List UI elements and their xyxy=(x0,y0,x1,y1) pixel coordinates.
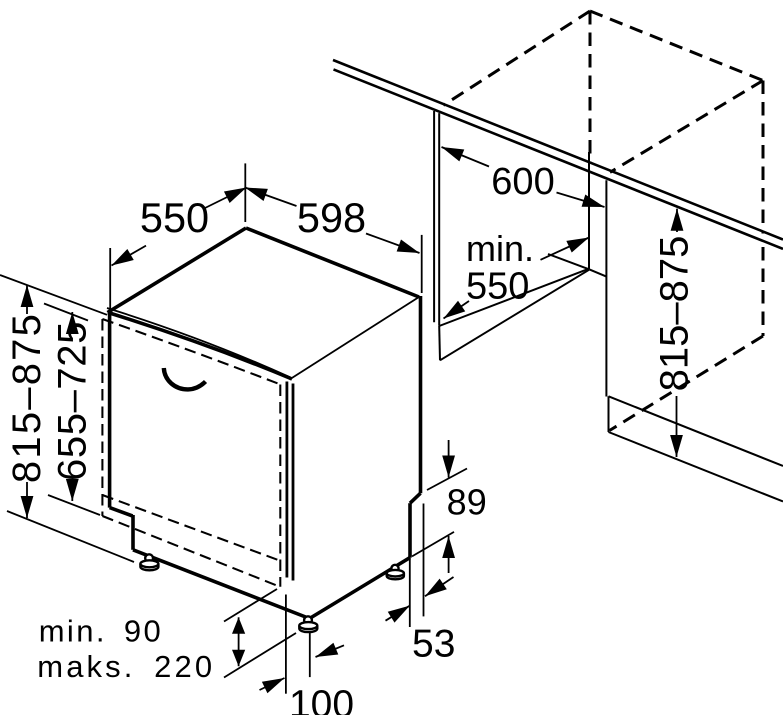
svg-text:min. 90: min. 90 xyxy=(39,614,163,649)
svg-text:815–875: 815–875 xyxy=(5,312,49,483)
svg-text:600: 600 xyxy=(491,161,554,203)
svg-text:655–725: 655–725 xyxy=(50,321,94,481)
svg-text:100: 100 xyxy=(289,683,354,715)
svg-text:53: 53 xyxy=(412,623,455,666)
svg-text:min.: min. xyxy=(466,228,534,269)
svg-text:maks. 220: maks. 220 xyxy=(37,649,215,684)
svg-text:598: 598 xyxy=(297,194,366,241)
svg-text:550: 550 xyxy=(140,194,209,241)
svg-text:815–875: 815–875 xyxy=(653,236,697,392)
svg-text:89: 89 xyxy=(447,482,487,523)
svg-text:550: 550 xyxy=(466,266,529,308)
